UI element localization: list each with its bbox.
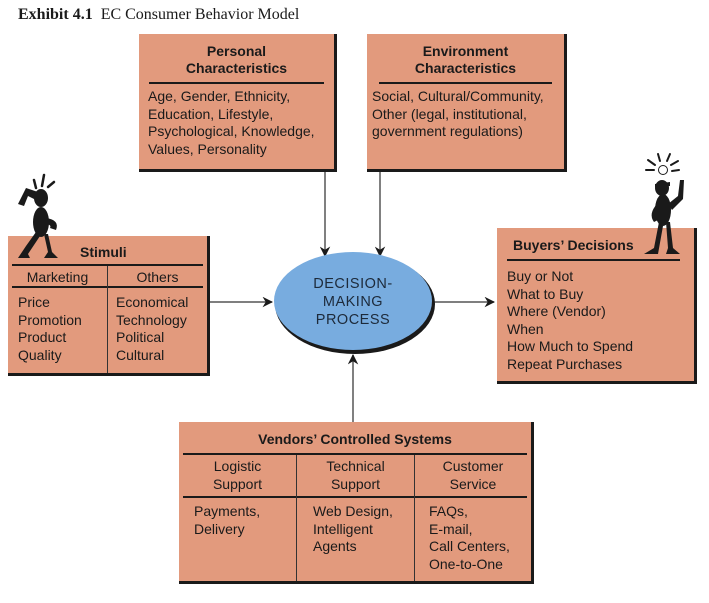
divider — [507, 259, 680, 261]
stimuli-col-header-others: Others — [136, 269, 179, 285]
confused-person-icon — [18, 173, 58, 258]
exhibit-title: EC Consumer Behavior Model — [100, 6, 300, 23]
personal-list: Age, Gender, Ethnicity, Education, Lifes… — [148, 88, 315, 157]
vendors-logistic-list: Payments, Delivery — [194, 503, 261, 537]
lightbulb-icon — [658, 165, 668, 175]
stimuli-title: Stimuli — [80, 244, 127, 260]
vendors-title: Vendors’ Controlled Systems — [258, 431, 452, 447]
column-divider — [296, 455, 297, 581]
environment-characteristics-box: Environment Characteristics Social, Cult… — [367, 34, 567, 172]
stimuli-col-header-marketing: Marketing — [26, 269, 89, 285]
stimuli-marketing-list: Price Promotion Product Quality — [18, 294, 82, 363]
vendors-technical-list: Web Design, Intelligent Agents — [313, 503, 393, 554]
vendors-col-header-customer: Customer Service — [442, 458, 504, 492]
vendors-controlled-systems-box: Vendors’ Controlled Systems Logistic Sup… — [179, 422, 534, 584]
buyers-title: Buyers’ Decisions — [513, 237, 634, 253]
personal-title: Personal Characteristics — [185, 43, 288, 76]
stimuli-box: Stimuli Marketing Others Price Promotion… — [8, 236, 210, 376]
stimuli-others-list: Economical Technology Political Cultural — [116, 294, 189, 363]
divider — [183, 453, 527, 455]
decision-process-label: DECISION- MAKING PROCESS — [313, 276, 393, 328]
environment-list: Social, Cultural/Community, Other (legal… — [372, 88, 544, 139]
environment-title: Environment Characteristics — [414, 43, 517, 76]
exhibit-label: Exhibit 4.1 — [18, 6, 93, 23]
idea-person-icon — [644, 153, 684, 254]
divider — [149, 82, 324, 84]
divider — [12, 264, 203, 266]
buyers-decisions-box: Buyers’ Decisions Buy or Not What to Buy… — [497, 228, 697, 384]
column-divider — [107, 266, 108, 373]
personal-characteristics-box: Personal Characteristics Age, Gender, Et… — [139, 34, 337, 172]
vendors-customer-list: FAQs, E-mail, Call Centers, One-to-One — [429, 503, 510, 572]
column-divider — [414, 455, 415, 581]
decision-process-ellipse — [274, 252, 432, 350]
buyers-list: Buy or Not What to Buy Where (Vendor) Wh… — [507, 268, 634, 372]
exhibit-caption: Exhibit 4.1 EC Consumer Behavior Model — [18, 6, 299, 24]
vendors-col-header-technical: Technical Support — [326, 458, 385, 492]
divider — [379, 82, 552, 84]
vendors-col-header-logistic: Logistic Support — [212, 458, 263, 492]
divider — [183, 496, 527, 498]
